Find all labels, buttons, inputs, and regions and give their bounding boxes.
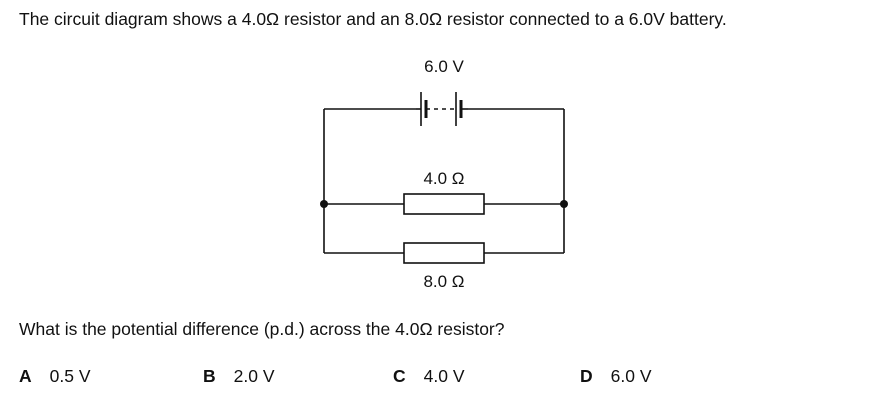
battery-icon	[416, 92, 468, 126]
option-c[interactable]: C 4.0 V	[393, 366, 465, 387]
resistor-8-label: 8.0 Ω	[423, 272, 464, 291]
option-value: 4.0 V	[423, 366, 465, 386]
question-stem: The circuit diagram shows a 4.0Ω resisto…	[19, 9, 727, 29]
option-a[interactable]: A 0.5 V	[19, 366, 91, 387]
option-letter: B	[203, 366, 216, 386]
resistor-4-label: 4.0 Ω	[423, 169, 464, 188]
option-value: 2.0 V	[233, 366, 275, 386]
option-value: 0.5 V	[49, 366, 91, 386]
option-letter: A	[19, 366, 32, 386]
option-value: 6.0 V	[610, 366, 652, 386]
resistor-4-ohm	[403, 193, 485, 215]
junction-left	[320, 200, 328, 208]
battery-label: 6.0 V	[424, 57, 464, 76]
question-text: What is the potential difference (p.d.) …	[19, 319, 505, 339]
junction-right	[560, 200, 568, 208]
option-letter: C	[393, 366, 406, 386]
option-b[interactable]: B 2.0 V	[203, 366, 275, 387]
option-letter: D	[580, 366, 593, 386]
option-d[interactable]: D 6.0 V	[580, 366, 652, 387]
resistor-8-ohm	[403, 242, 485, 264]
